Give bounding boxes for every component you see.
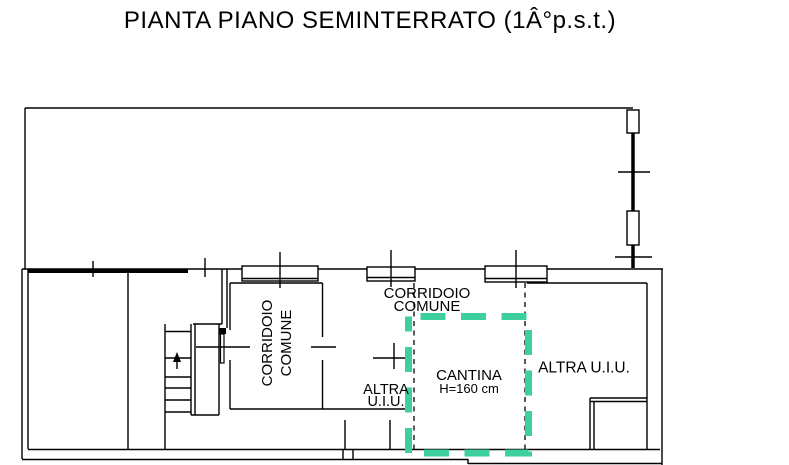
- right-unit-closet: [589, 397, 647, 449]
- stair-direction-arrow-icon: [173, 352, 181, 362]
- windows: [92, 250, 548, 288]
- building-outline: [21, 268, 663, 465]
- stairs: [165, 323, 222, 416]
- interior-walls: [127, 269, 410, 449]
- page-title: PIANTA PIANO SEMINTERRATO (1Â°p.s.t.): [123, 7, 617, 34]
- courtyard-outline: [24, 107, 652, 269]
- label-altra-uiu-left: ALTRA U.I.U.: [363, 382, 409, 410]
- label-corridoio-comune-vertical: CORRIDOIO COMUNE: [259, 299, 295, 387]
- door-symbol: [219, 328, 226, 364]
- cantina-highlight-border: [405, 313, 532, 457]
- label-corridoio-comune-horizontal: CORRIDOIO COMUNE: [383, 285, 471, 315]
- label-altra-uiu-right: ALTRA U.I.U.: [538, 359, 630, 377]
- tick-marks: [196, 343, 412, 369]
- label-cantina: CANTINA H=160 cm: [436, 367, 502, 396]
